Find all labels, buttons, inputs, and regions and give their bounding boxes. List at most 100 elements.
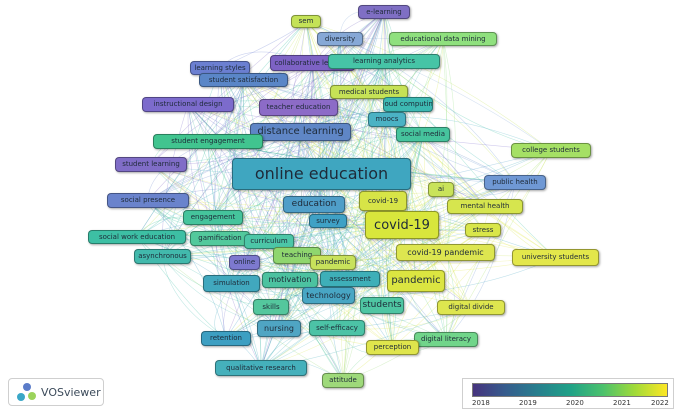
- keyword-node-skills[interactable]: skills: [253, 299, 289, 315]
- keyword-node-university-students[interactable]: university students: [512, 249, 599, 266]
- keyword-node-simulation[interactable]: simulation: [203, 275, 260, 292]
- co-occurrence-link: [147, 200, 556, 258]
- keyword-node-gamification[interactable]: gamification: [190, 231, 250, 246]
- keyword-node-distance-learning[interactable]: distance learning: [250, 123, 351, 141]
- keyword-node-attitude[interactable]: attitude: [322, 373, 364, 388]
- co-occurrence-link: [445, 150, 552, 340]
- co-occurrence-link: [321, 11, 385, 175]
- keyword-node-moocs[interactable]: moocs: [368, 112, 406, 127]
- co-occurrence-link: [212, 62, 313, 218]
- keyword-node-online[interactable]: online: [229, 255, 260, 270]
- keyword-node-mental-health[interactable]: mental health: [447, 199, 523, 214]
- co-occurrence-link: [147, 200, 227, 339]
- keyword-node-diversity[interactable]: diversity: [317, 32, 363, 46]
- co-occurrence-link: [162, 256, 344, 381]
- keyword-node-college-students[interactable]: college students: [511, 143, 591, 158]
- co-occurrence-link: [268, 91, 370, 242]
- keyword-node-student-satisfaction[interactable]: student satisfaction: [199, 73, 288, 87]
- keyword-node-students[interactable]: students: [360, 297, 404, 314]
- co-occurrence-link: [327, 220, 344, 381]
- app-name: VOSviewer: [41, 385, 101, 399]
- co-occurrence-link: [207, 141, 245, 263]
- co-occurrence-link: [339, 38, 552, 151]
- keyword-node-digital-literacy[interactable]: digital literacy: [414, 332, 478, 347]
- co-occurrence-link: [300, 131, 334, 263]
- co-occurrence-link: [207, 11, 385, 142]
- keyword-node-curriculum[interactable]: curriculum: [244, 234, 294, 249]
- keyword-node-self-efficacy[interactable]: self-efficacy: [309, 320, 365, 336]
- co-occurrence-link: [243, 79, 486, 207]
- keyword-node-educational-data-mining[interactable]: educational data mining: [389, 32, 497, 46]
- keyword-node-retention[interactable]: retention: [201, 331, 251, 346]
- keyword-node-digital-divide[interactable]: digital divide: [437, 300, 505, 315]
- keyword-node-assessment[interactable]: assessment: [320, 271, 380, 287]
- co-occurrence-link: [342, 91, 370, 381]
- vosviewer-logo: VOSviewer: [8, 378, 104, 406]
- co-occurrence-link: [150, 164, 403, 226]
- keyword-node-pandemic-small[interactable]: pandemic: [310, 255, 356, 270]
- keyword-node-motivation[interactable]: motivation: [262, 272, 318, 288]
- keyword-node-qualitative-research[interactable]: qualitative research: [215, 360, 307, 376]
- keyword-node-ai[interactable]: ai: [428, 182, 454, 197]
- keyword-node-public-health[interactable]: public health: [484, 175, 546, 190]
- co-occurrence-link: [147, 200, 556, 258]
- co-occurrence-link: [147, 200, 280, 329]
- co-occurrence-link: [219, 61, 385, 239]
- keyword-node-instructional-design[interactable]: instructional design: [142, 97, 234, 112]
- co-occurrence-link: [301, 21, 322, 175]
- co-occurrence-link: [349, 150, 552, 280]
- co-occurrence-link: [327, 11, 385, 222]
- co-occurrence-link: [244, 131, 301, 263]
- co-occurrence-link: [147, 200, 272, 308]
- co-occurrence-link: [313, 61, 385, 205]
- keyword-node-education[interactable]: education: [283, 196, 345, 213]
- keyword-node-social-work-education[interactable]: social work education: [88, 230, 186, 244]
- legend-tick: 2022: [651, 399, 669, 407]
- keyword-node-nursing[interactable]: nursing: [257, 320, 301, 337]
- co-occurrence-link: [147, 134, 424, 201]
- keyword-node-perception[interactable]: perception: [366, 340, 419, 355]
- co-occurrence-link: [147, 200, 272, 308]
- keyword-node-covid19[interactable]: covid-19: [365, 211, 439, 239]
- co-occurrence-link: [289, 279, 344, 381]
- keyword-node-elearning[interactable]: e-learning: [358, 5, 410, 19]
- keyword-node-social-presence[interactable]: social presence: [107, 193, 189, 208]
- co-occurrence-link: [147, 62, 313, 201]
- keyword-node-sem[interactable]: sem: [291, 15, 321, 28]
- co-occurrence-link: [187, 104, 232, 284]
- co-occurrence-link: [260, 252, 446, 369]
- co-occurrence-link: [442, 38, 456, 253]
- keyword-node-pandemic[interactable]: pandemic: [387, 270, 445, 292]
- keyword-node-cloud-computing[interactable]: cloud computing: [383, 97, 433, 112]
- keyword-node-technology[interactable]: technology: [302, 287, 355, 304]
- keyword-node-asynchronous[interactable]: asynchronous: [134, 249, 191, 264]
- keyword-node-learning-analytics[interactable]: learning analytics: [328, 54, 440, 69]
- keyword-node-stress[interactable]: stress: [465, 223, 501, 237]
- co-occurrence-link: [187, 104, 291, 281]
- legend-tick: 2020: [566, 399, 584, 407]
- co-occurrence-link: [278, 134, 424, 329]
- co-occurrence-link: [300, 21, 314, 133]
- co-occurrence-link: [298, 11, 385, 108]
- keyword-node-medical-students[interactable]: medical students: [330, 85, 408, 99]
- keyword-node-teacher-education[interactable]: teacher education: [259, 99, 338, 116]
- co-occurrence-link: [327, 220, 472, 308]
- co-occurrence-link: [305, 21, 351, 280]
- legend-tick: 2021: [613, 399, 631, 407]
- keyword-node-social-media[interactable]: social media: [396, 127, 450, 142]
- co-occurrence-link: [225, 206, 486, 339]
- legend-tick: 2018: [472, 399, 490, 407]
- keyword-node-online-education[interactable]: online education: [232, 158, 411, 190]
- co-occurrence-link: [268, 134, 424, 242]
- keyword-node-covid19-pandemic[interactable]: covid-19 pandemic: [396, 244, 495, 261]
- keyword-node-engagement[interactable]: engagement: [183, 210, 243, 225]
- co-occurrence-link: [381, 119, 393, 348]
- keyword-node-covid19-small[interactable]: covid-19: [359, 191, 407, 211]
- overlay-color-legend: 2018 2019 2020 2021 2022: [462, 378, 674, 409]
- keyword-node-student-engagement[interactable]: student engagement: [153, 134, 263, 149]
- co-occurrence-link: [386, 119, 486, 207]
- keyword-node-survey[interactable]: survey: [309, 214, 347, 228]
- keyword-node-student-learning[interactable]: student learning: [115, 157, 187, 172]
- co-occurrence-link: [207, 141, 291, 281]
